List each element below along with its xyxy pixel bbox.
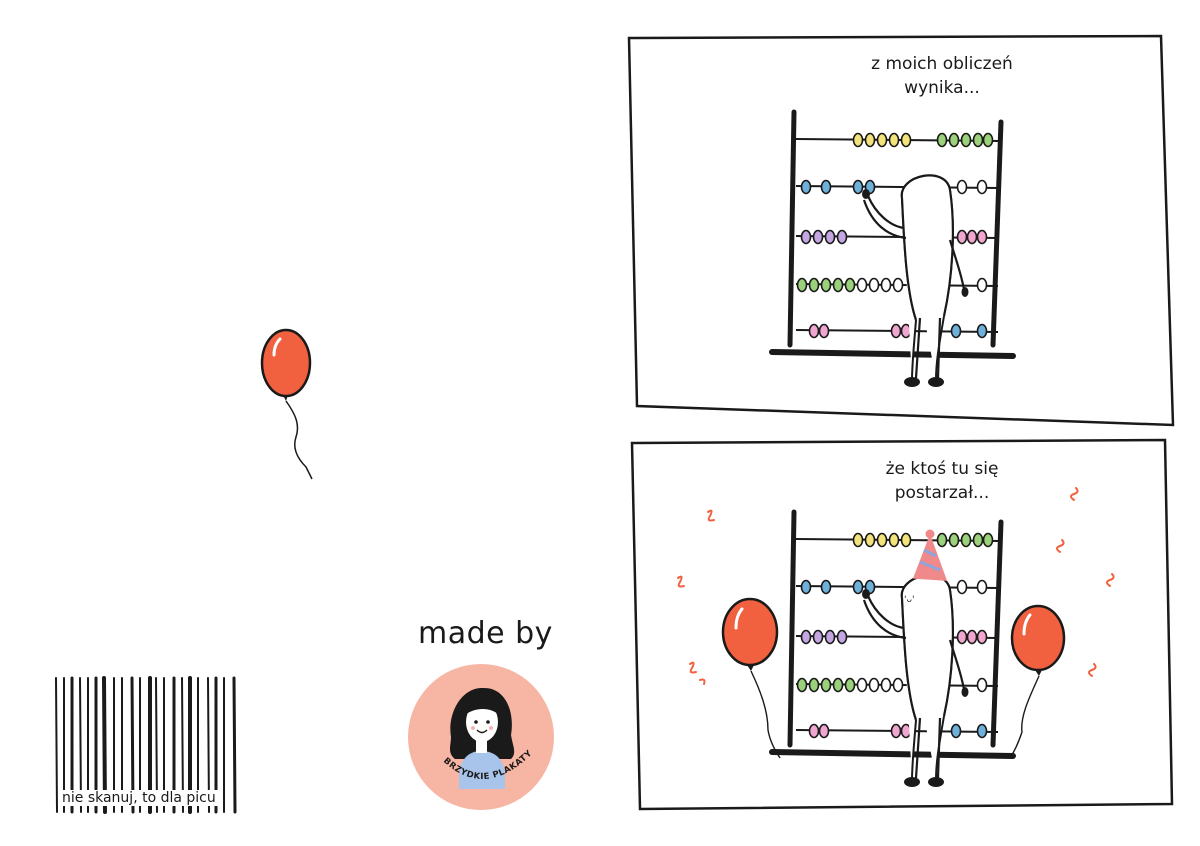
balloon-icon xyxy=(1009,604,1066,759)
confetti-icon xyxy=(677,487,1115,685)
speech-bottom: że ktoś tu się postarzał... xyxy=(885,459,999,503)
balloon-icon xyxy=(260,328,313,480)
barcode-caption: nie skanuj, to dla picu xyxy=(60,790,218,806)
party-hat-icon xyxy=(912,529,948,581)
barcode-icon xyxy=(55,676,237,814)
made-by-label: made by xyxy=(418,616,553,651)
balloon-icon xyxy=(721,597,781,759)
abacus-icon xyxy=(769,109,1016,387)
avatar-icon: BRZYDKIE PLAKATY AGATY xyxy=(407,663,554,810)
svg-text:'ᴗ': 'ᴗ' xyxy=(904,595,914,605)
speech-top: z moich obliczeń wynika... xyxy=(871,54,1013,98)
abacus-icon: 'ᴗ' xyxy=(769,509,1016,787)
